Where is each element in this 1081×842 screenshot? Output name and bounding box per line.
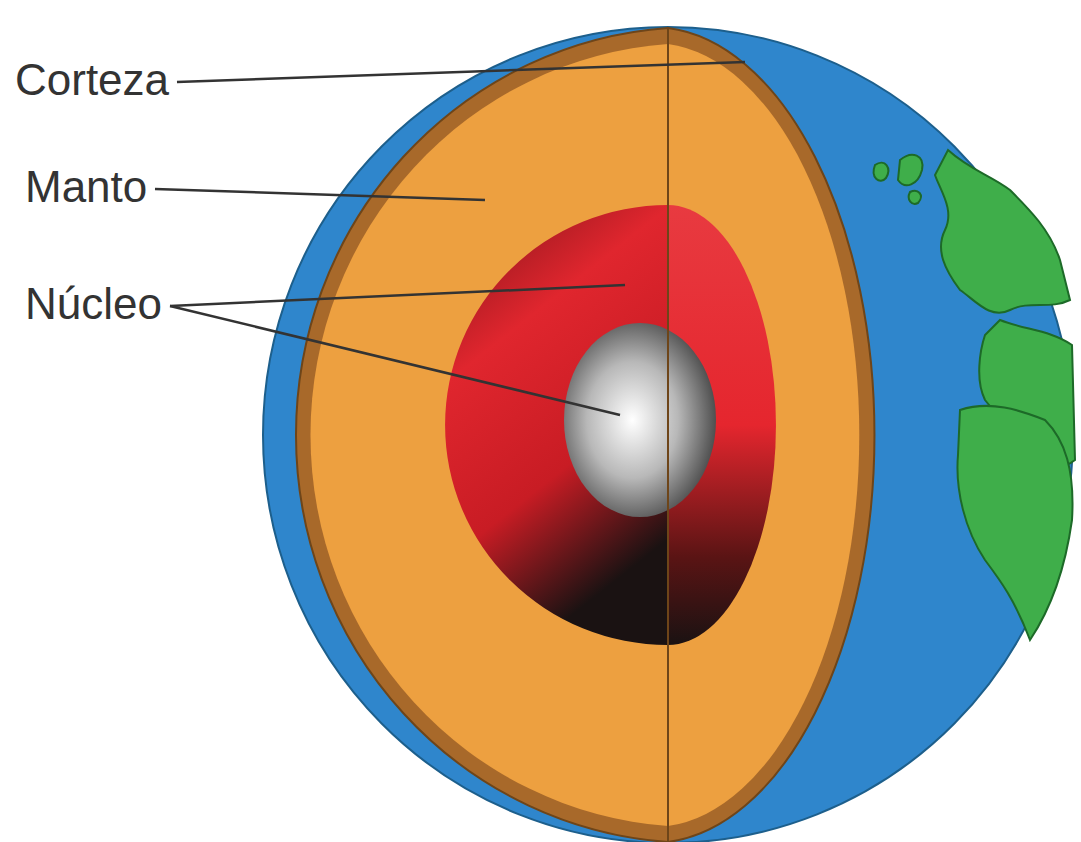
island [874, 163, 889, 181]
leader-line [177, 62, 745, 82]
cut-line [667, 28, 669, 842]
ocean-surface [263, 27, 1073, 842]
part-label: Manto [25, 165, 147, 209]
part-label: Corteza [15, 58, 169, 102]
continent [935, 150, 1070, 313]
inner-core [564, 323, 716, 517]
island [898, 155, 922, 185]
leader-line [170, 285, 625, 306]
leader-line [170, 306, 620, 415]
continent [957, 406, 1072, 640]
part-label: Núcleo [25, 282, 162, 326]
leader-line [155, 189, 485, 200]
island [909, 191, 921, 204]
